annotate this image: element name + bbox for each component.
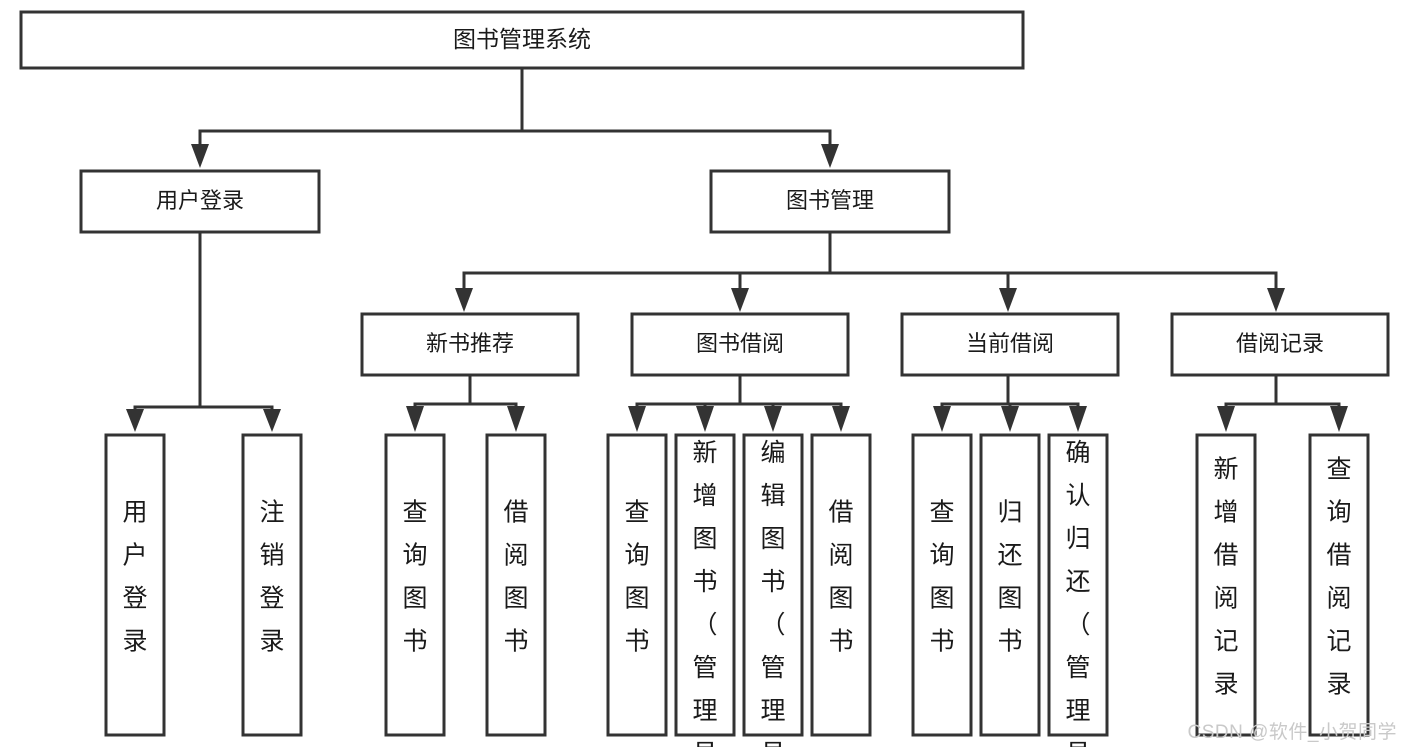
leaf-node[interactable]: 用户登录 [104, 433, 166, 737]
node-borrow-record-box[interactable] [1170, 312, 1390, 377]
arrowhead-record [1267, 288, 1285, 312]
node-new-book-recommend[interactable]: 新书推荐 [360, 312, 580, 377]
node-borrow-record-label: 借阅记录 [1236, 331, 1324, 356]
arrowhead-b-borrow [832, 406, 850, 432]
leaf-node-label: 借阅图书 [828, 499, 853, 656]
leaf-node[interactable]: 编辑图书（管理员） [742, 433, 804, 747]
arrowhead-c-return [1001, 406, 1019, 432]
leaf-node-box[interactable] [104, 433, 166, 737]
leaf-node-label: 确认归还（管理员） [1065, 439, 1090, 747]
node-new-book-recommend-box[interactable] [360, 312, 580, 377]
node-user-login[interactable]: 用户登录 [79, 169, 321, 234]
node-root-label: 图书管理系统 [453, 26, 591, 52]
leaf-node[interactable]: 借阅图书 [810, 433, 872, 737]
arrowhead-user-login [191, 144, 209, 168]
leaf-node[interactable]: 借阅图书 [485, 433, 547, 737]
arrowhead-new-book [455, 288, 473, 312]
watermark: CSDN @软件_小贺同学 [1187, 722, 1397, 743]
arrowhead-current [999, 288, 1017, 312]
leaf-node-box[interactable] [606, 433, 668, 737]
leaf-node[interactable]: 确认归还（管理员） [1047, 433, 1109, 747]
leaf-node[interactable]: 查询图书 [384, 433, 446, 737]
leaf-node-label: 用户登录 [122, 499, 147, 656]
leaf-node-box[interactable] [485, 433, 547, 737]
leaf-node[interactable]: 查询借阅记录 [1308, 433, 1370, 737]
node-book-borrow-box[interactable] [630, 312, 850, 377]
node-current-borrow-label: 当前借阅 [966, 331, 1054, 356]
arrowhead-r-add [1217, 406, 1235, 432]
arrowhead-b-add [696, 406, 714, 432]
arrowhead-r-query [1330, 406, 1348, 432]
node-book-management-label: 图书管理 [786, 188, 874, 213]
node-borrow-record[interactable]: 借阅记录 [1170, 312, 1390, 377]
leaf-node-label: 新增图书（管理员） [692, 439, 717, 747]
leaf-node-label: 借阅图书 [503, 499, 528, 656]
leaf-layer: 用户登录 注销登录 查询图书 借阅图书 查询图书 新增图书（管理员） 编辑图书（管理员） 借阅… [104, 433, 1370, 747]
leaf-node-box[interactable] [810, 433, 872, 737]
leaf-node-label: 新增借阅记录 [1213, 456, 1238, 699]
node-current-borrow-box[interactable] [900, 312, 1120, 377]
leaf-node[interactable]: 注销登录 [241, 433, 303, 737]
leaf-node-label: 归还图书 [997, 499, 1022, 656]
node-root[interactable]: 图书管理系统 [19, 10, 1025, 70]
leaf-node-box[interactable] [384, 433, 446, 737]
arrowhead-nb-borrow [507, 406, 525, 432]
leaf-node-label: 查询图书 [624, 499, 649, 656]
leaf-node[interactable]: 新增借阅记录 [1195, 433, 1257, 737]
leaf-node[interactable]: 归还图书 [979, 433, 1041, 737]
leaf-node-label: 编辑图书（管理员） [760, 439, 785, 747]
leaf-node-box[interactable] [1195, 433, 1257, 737]
leaf-node-box[interactable] [979, 433, 1041, 737]
arrowhead-b-query [628, 406, 646, 432]
leaf-node-label: 注销登录 [259, 499, 284, 656]
leaf-node-box[interactable] [1308, 433, 1370, 737]
leaf-node-box[interactable] [742, 433, 804, 737]
node-book-management-box[interactable] [709, 169, 951, 234]
arrowhead-nb-query [406, 406, 424, 432]
arrowhead-c-confirm [1069, 406, 1087, 432]
node-current-borrow[interactable]: 当前借阅 [900, 312, 1120, 377]
node-book-borrow-label: 图书借阅 [696, 331, 784, 356]
arrowhead-c-query [933, 406, 951, 432]
arrowhead-borrow [731, 288, 749, 312]
node-book-management[interactable]: 图书管理 [709, 169, 951, 234]
leaf-node-box[interactable] [911, 433, 973, 737]
leaf-node-label: 查询图书 [929, 499, 954, 656]
node-user-login-label: 用户登录 [156, 188, 244, 213]
node-root-box[interactable] [19, 10, 1025, 70]
leaf-node[interactable]: 新增图书（管理员） [674, 433, 736, 747]
leaf-node-label: 查询图书 [402, 499, 427, 656]
leaf-node-box[interactable] [241, 433, 303, 737]
arrowhead-b-edit [764, 406, 782, 432]
edge-layer [126, 66, 1348, 432]
leaf-node-box[interactable] [1047, 433, 1109, 737]
node-user-login-box[interactable] [79, 169, 321, 234]
leaf-node-label: 查询借阅记录 [1326, 456, 1351, 699]
leaf-node[interactable]: 查询图书 [606, 433, 668, 737]
node-new-book-recommend-label: 新书推荐 [426, 331, 514, 356]
arrowhead-book-mgmt [821, 144, 839, 168]
node-book-borrow[interactable]: 图书借阅 [630, 312, 850, 377]
arrowhead-leaf-user-login [126, 409, 144, 432]
arrowhead-leaf-logout [263, 409, 281, 432]
leaf-node-box[interactable] [674, 433, 736, 737]
leaf-node[interactable]: 查询图书 [911, 433, 973, 737]
